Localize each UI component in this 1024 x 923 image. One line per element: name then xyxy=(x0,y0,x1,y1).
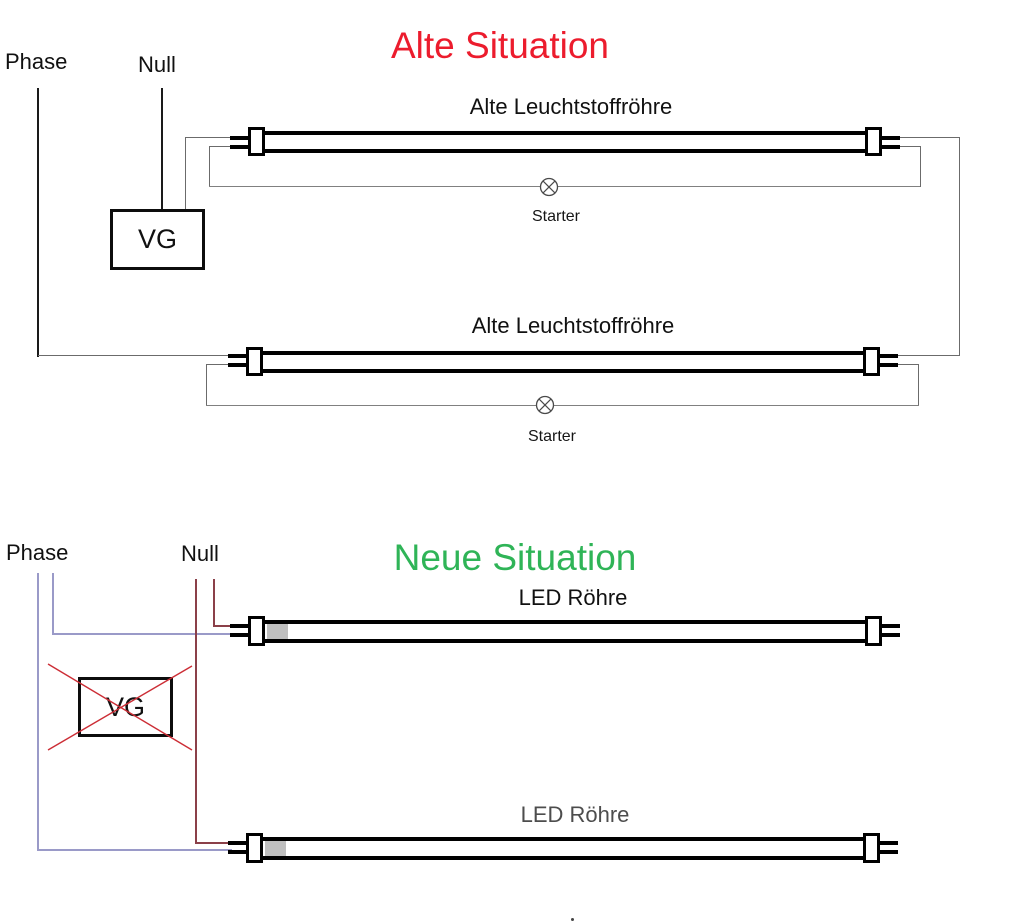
tube1-pin-bottom-left xyxy=(230,145,248,149)
wire-starter1 xyxy=(209,186,921,187)
old-ballast-label: VG xyxy=(137,224,177,254)
led-tube1-pin-bottom-left xyxy=(230,633,248,637)
cancel-cross-icon xyxy=(47,663,193,751)
tube1-pin-bottom-right xyxy=(882,145,900,149)
old-null-wire xyxy=(161,88,163,209)
wire-tube2-top-right xyxy=(898,355,960,356)
led-tube2-cap-left xyxy=(246,833,263,863)
tube1-pin-top-right xyxy=(882,136,900,140)
wire-tube2-bottom-left xyxy=(206,364,229,365)
led-tube2 xyxy=(246,837,880,860)
tube2-pin-top-right xyxy=(880,354,898,358)
new-null-wire-tube1 xyxy=(213,625,232,627)
old-tube2 xyxy=(246,351,880,373)
led-tube2-driver-block xyxy=(265,841,286,856)
led-tube2-pin-top-right xyxy=(880,841,898,845)
led-tube1-pin-top-right xyxy=(882,624,900,628)
new-phase-wire-tube2 xyxy=(37,849,232,851)
old-null-label: Null xyxy=(138,52,176,77)
new-phase-wire-tube1 xyxy=(52,633,232,635)
stray-dot xyxy=(571,918,574,921)
old-tube2-label: Alte Leuchtstoffröhre xyxy=(471,313,675,338)
led-tube1-cap-right xyxy=(865,616,882,646)
new-null-label: Null xyxy=(181,541,219,566)
wire-tube1-bottom-right-drop xyxy=(920,146,921,187)
wire-tube1-bottom-left-drop xyxy=(209,146,210,187)
led-tube1-pin-top-left xyxy=(230,624,248,628)
new-tube2-label: LED Röhre xyxy=(520,802,630,827)
old-phase-wire xyxy=(37,88,39,357)
starter1-label: Starter xyxy=(531,208,580,225)
led-tube2-cap-right xyxy=(863,833,880,863)
new-tube1-label: LED Röhre xyxy=(518,585,628,610)
wire-tube1-bottom-left xyxy=(209,146,231,147)
old-tube2-cap-right xyxy=(863,347,880,376)
new-phase-wire-branch xyxy=(52,573,54,635)
starter2-label: Starter xyxy=(527,428,576,445)
led-tube2-pin-bottom-left xyxy=(228,850,246,854)
tube2-pin-top-left xyxy=(228,354,246,358)
old-section-title: Alte Situation xyxy=(390,25,610,66)
starter1-icon xyxy=(539,177,559,197)
new-null-wire-main xyxy=(195,579,197,844)
new-phase-wire-main xyxy=(37,573,39,851)
old-tube1-label: Alte Leuchtstoffröhre xyxy=(469,94,673,119)
led-tube1-driver-block xyxy=(267,624,288,639)
led-tube2-pin-top-left xyxy=(228,841,246,845)
new-section-title: Neue Situation xyxy=(393,537,637,578)
old-tube2-cap-left xyxy=(246,347,263,376)
old-ballast-box: VG xyxy=(110,209,205,270)
wire-vg-riser xyxy=(185,138,186,209)
wire-tube2-bottom-left-drop xyxy=(206,364,207,405)
led-tube1 xyxy=(248,620,882,643)
tube2-pin-bottom-right xyxy=(880,363,898,367)
led-tube2-pin-bottom-right xyxy=(880,850,898,854)
new-phase-label: Phase xyxy=(6,540,69,565)
tube1-pin-top-left xyxy=(230,136,248,140)
old-phase-label: Phase xyxy=(5,49,68,74)
wire-tube1-top-left xyxy=(185,137,231,138)
new-null-wire-branch xyxy=(213,579,215,627)
wire-right-riser xyxy=(959,137,960,356)
wire-tube2-bottom-right-drop xyxy=(918,364,919,405)
led-tube1-cap-left xyxy=(248,616,265,646)
led-tube1-pin-bottom-right xyxy=(882,633,900,637)
old-tube1-cap-left xyxy=(248,127,265,156)
starter2-icon xyxy=(535,395,555,415)
wire-tube1-top-right xyxy=(900,137,960,138)
old-tube1-cap-right xyxy=(865,127,882,156)
wire-starter2 xyxy=(206,405,919,406)
wire-tube2-bottom-right xyxy=(898,364,919,365)
wire-tube2-top-left xyxy=(38,355,229,356)
tube2-pin-bottom-left xyxy=(228,363,246,367)
new-null-wire-tube2 xyxy=(195,842,236,844)
wire-tube1-bottom-right xyxy=(900,146,921,147)
old-tube1 xyxy=(248,131,882,153)
